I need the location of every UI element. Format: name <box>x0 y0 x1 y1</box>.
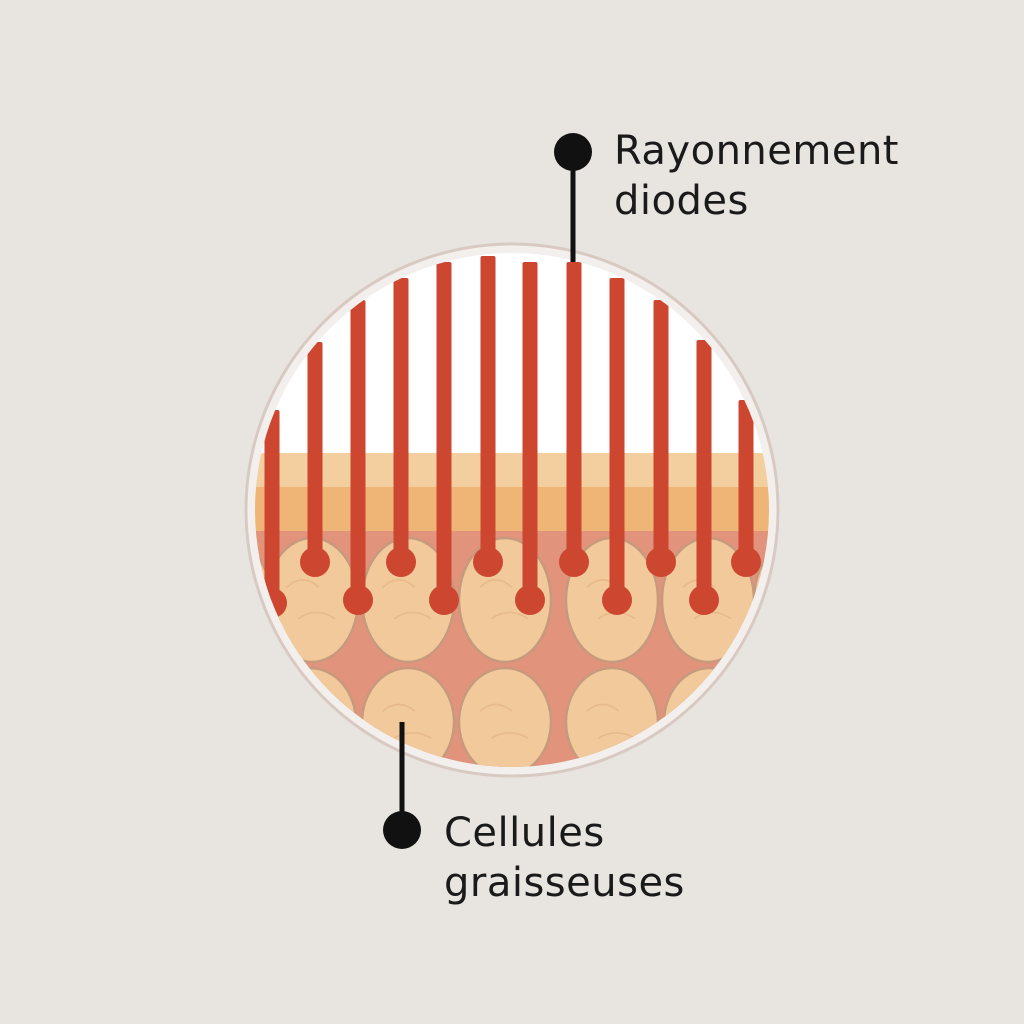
callout-line: diodes <box>614 178 749 224</box>
callout-label-diode-radiation: Rayonnement diodes <box>614 126 899 226</box>
callout-label-fat-cells: Cellules graisseuses <box>444 808 685 908</box>
pointer-dot-icon <box>554 133 592 171</box>
beam-impact-dot <box>300 547 330 577</box>
skin-upper-layer <box>255 453 769 489</box>
diode-beam-icon <box>522 262 538 600</box>
beam-impact-dot <box>429 585 459 615</box>
diode-beam-icon <box>436 262 452 600</box>
callout-top <box>554 133 592 262</box>
diode-beam-icon <box>264 410 280 603</box>
callout-line: Cellules <box>444 810 605 856</box>
beam-impact-dot <box>602 585 632 615</box>
diode-beam-icon <box>480 256 496 562</box>
callout-bottom <box>383 722 421 849</box>
beam-impact-dot <box>343 585 373 615</box>
diode-beam-icon <box>307 342 323 562</box>
beam-impact-dot <box>473 547 503 577</box>
fat-cell-texture <box>286 579 336 620</box>
fat-cell-texture <box>382 579 432 620</box>
beam-impact-dot <box>689 585 719 615</box>
beam-impact-dot <box>559 547 589 577</box>
beam-impact-dot <box>386 547 416 577</box>
diode-beam-group <box>257 256 761 618</box>
fat-cell-texture <box>586 703 636 739</box>
fat-cell-texture <box>382 703 432 739</box>
skin-lower-layer <box>255 487 769 533</box>
diode-beam-icon <box>738 400 754 562</box>
diode-beam-icon <box>609 278 625 600</box>
pointer-dot-icon <box>383 811 421 849</box>
diode-beam-icon <box>350 300 366 600</box>
fat-cell-icon <box>457 666 553 767</box>
diode-beam-icon <box>696 340 712 600</box>
magnifier-lens <box>255 253 769 767</box>
diode-beam-icon <box>653 300 669 562</box>
callout-line: Rayonnement <box>614 128 899 174</box>
beam-impact-dot <box>731 547 761 577</box>
diode-beam-icon <box>393 278 409 562</box>
beam-impact-dot <box>515 585 545 615</box>
fat-cell-texture <box>479 579 529 620</box>
fat-cell-texture <box>479 703 529 739</box>
beam-impact-dot <box>646 547 676 577</box>
diode-beam-icon <box>566 262 582 562</box>
callout-line: graisseuses <box>444 860 685 906</box>
